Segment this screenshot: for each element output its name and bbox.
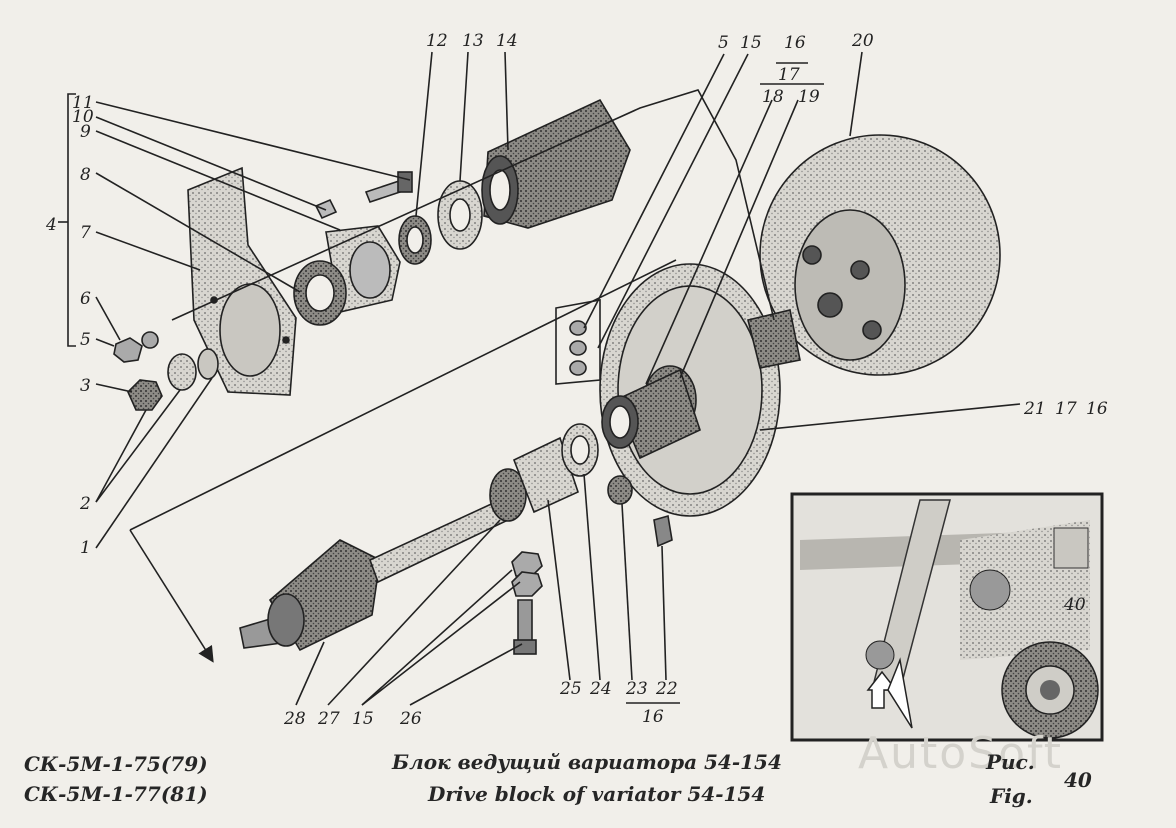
callout-23: 23 — [625, 679, 648, 699]
shaft-28 — [239, 498, 510, 652]
callout-17-top: 17 — [778, 65, 800, 85]
callout-3: 3 — [80, 376, 91, 396]
callout-24: 24 — [589, 679, 612, 699]
callout-12: 12 — [426, 31, 448, 51]
washer-10 — [314, 198, 338, 220]
ring-27 — [489, 468, 527, 522]
mounting-plate — [187, 166, 297, 396]
callout-5-top: 5 — [718, 33, 729, 53]
watermark: AutoSoft — [858, 728, 1063, 779]
callout-16-right: 16 — [1086, 399, 1108, 419]
location-inset: 40 — [790, 492, 1104, 742]
fig-label-ru: Рис. — [986, 750, 1035, 774]
callout-26: 26 — [399, 709, 422, 729]
title-ru: Блок ведущий вариатора 54-154 — [392, 750, 782, 774]
callout-15-bottom: 15 — [352, 709, 374, 729]
callout-16-top: 16 — [784, 33, 806, 53]
nut-15 — [511, 551, 543, 577]
callout-22: 22 — [655, 679, 678, 699]
bolt-11 — [364, 171, 413, 203]
callout-19: 19 — [798, 87, 820, 107]
callout-27: 27 — [317, 709, 340, 729]
nut-3 — [127, 379, 163, 411]
callout-17-right: 17 — [1055, 399, 1077, 419]
title-en: Drive block of variator 54-154 — [428, 782, 766, 806]
svg-text:40: 40 — [1063, 595, 1086, 615]
callout-7: 7 — [80, 223, 91, 243]
callout-21: 21 — [1023, 399, 1046, 419]
washer-2 — [167, 353, 197, 391]
figure-number: 40 — [1064, 768, 1092, 792]
callout-11: 11 — [72, 93, 94, 113]
callout-5: 5 — [80, 330, 91, 350]
fitting-22 — [653, 514, 673, 548]
callout-28: 28 — [283, 709, 306, 729]
callout-18: 18 — [762, 87, 784, 107]
callout-1: 1 — [80, 538, 91, 558]
model-line-1: СК-5М-1-75(79) — [24, 752, 208, 776]
callout-16-bottom: 16 — [642, 707, 664, 727]
model-line-2: СК-5М-1-77(81) — [24, 782, 208, 806]
callout-14: 14 — [496, 31, 518, 51]
bearing-housing — [293, 225, 401, 326]
callout-13: 13 — [462, 31, 484, 51]
callout-9: 9 — [80, 122, 91, 142]
callout-25: 25 — [559, 679, 582, 699]
callout-6: 6 — [80, 289, 91, 309]
group-bracket-4 — [67, 93, 76, 347]
callout-8: 8 — [80, 165, 91, 185]
callout-15-top: 15 — [740, 33, 762, 53]
callout-10: 10 — [72, 107, 94, 127]
washer-6 — [141, 331, 159, 349]
callout-20: 20 — [851, 31, 874, 51]
pulley-20 — [747, 134, 1001, 376]
fig-label-en: Fig. — [990, 784, 1033, 808]
callout-2: 2 — [79, 494, 91, 514]
callout-4: 4 — [45, 215, 57, 235]
sleeve-14 — [481, 98, 631, 229]
bush-23 — [607, 475, 633, 505]
nut-5 — [113, 337, 143, 363]
